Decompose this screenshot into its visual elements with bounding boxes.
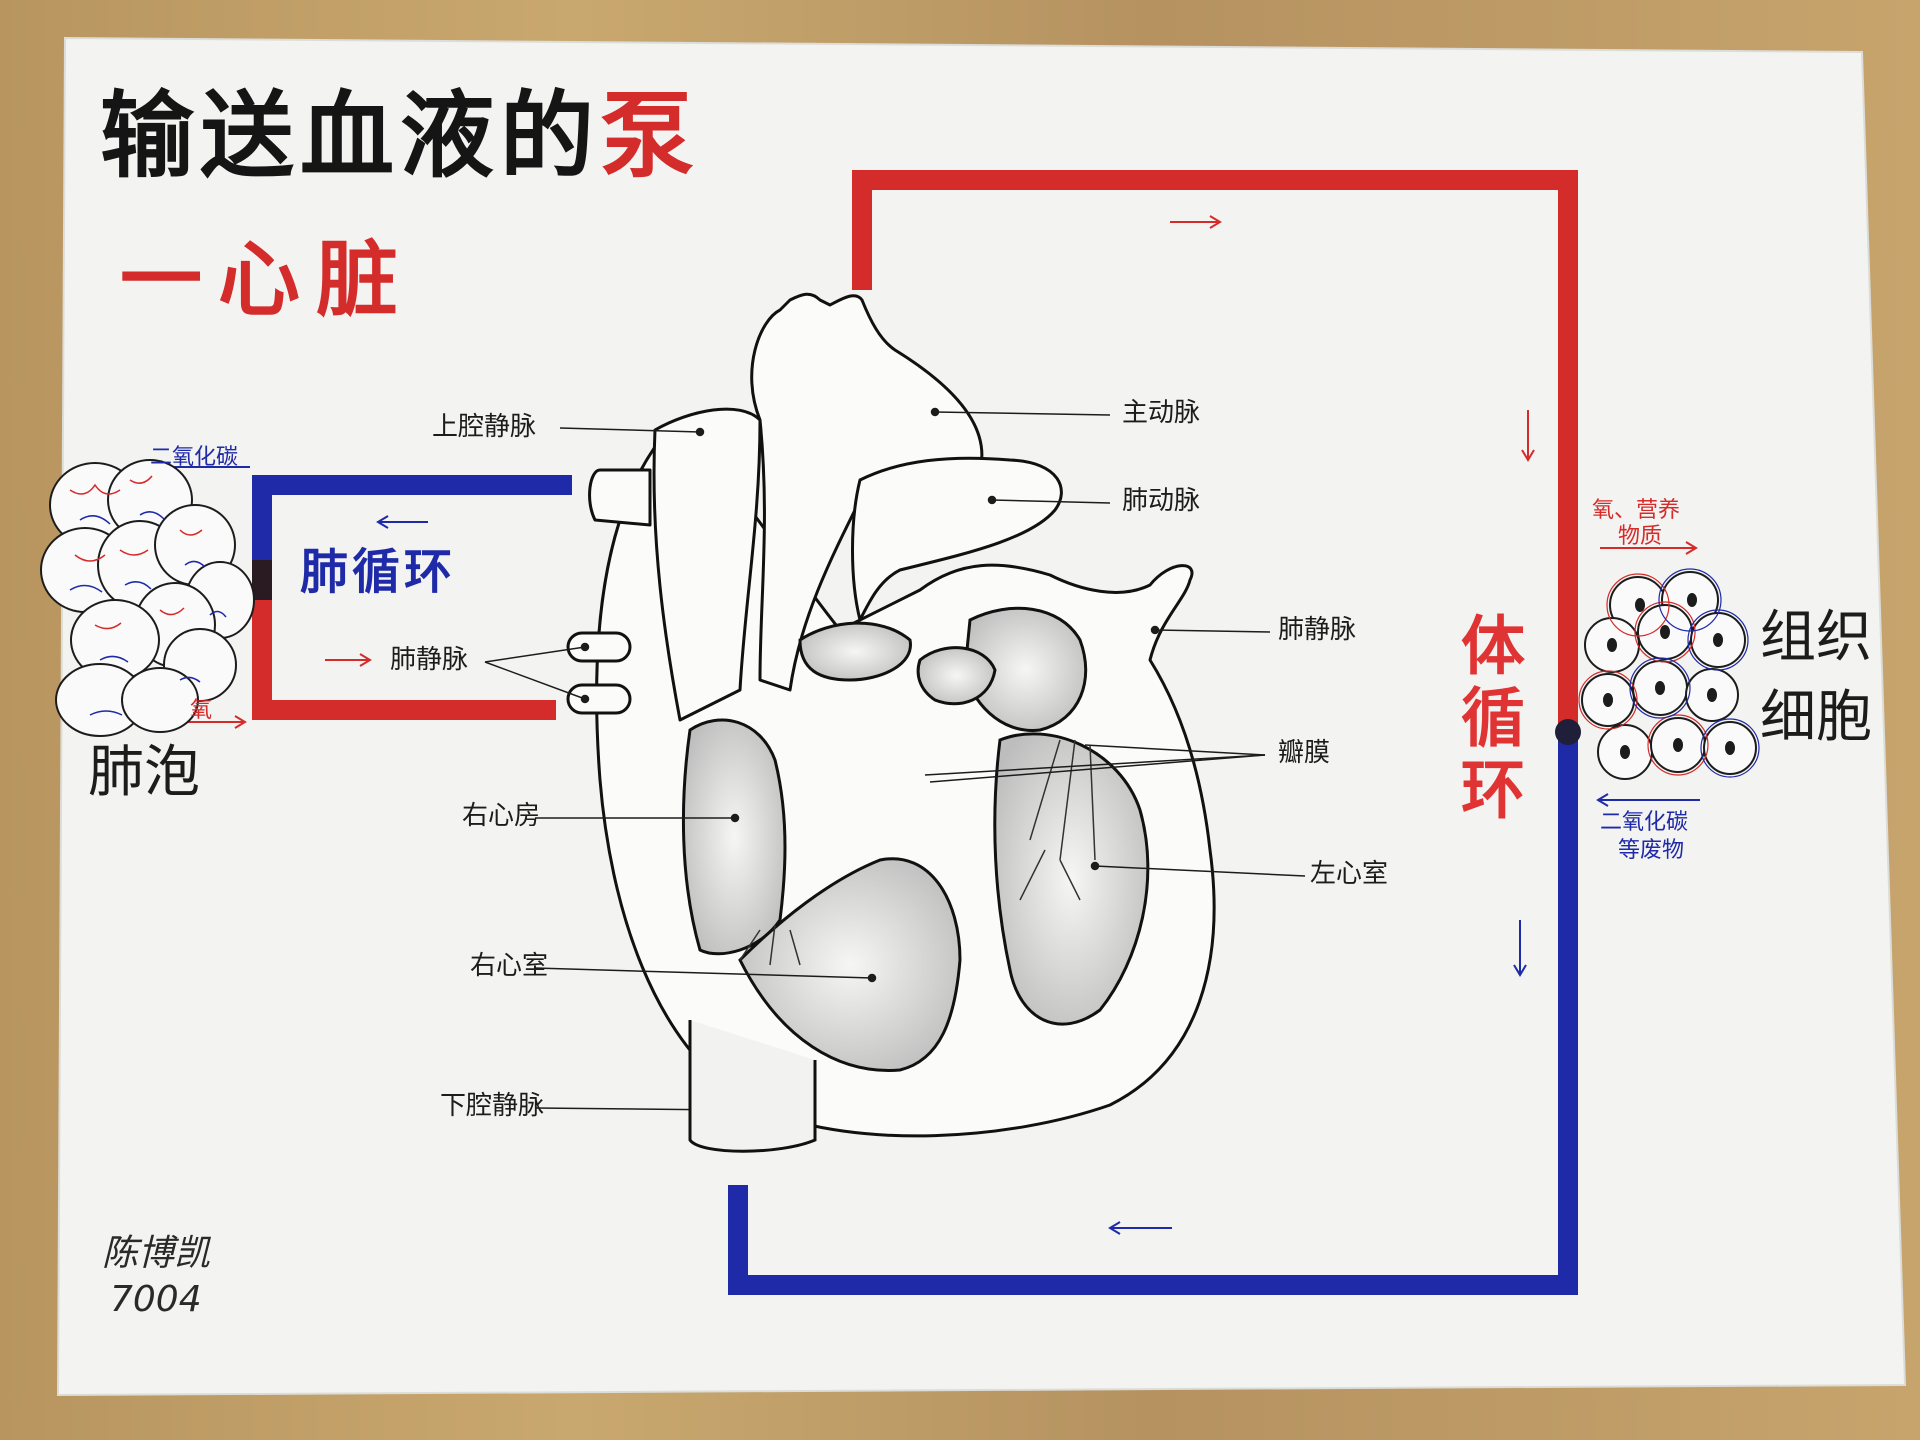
label-ivc: 下腔静脉 — [440, 1091, 545, 1121]
label-right-atrium: 右心房 — [462, 801, 541, 831]
label-pulmonary-vein-right: 肺静脉 — [1278, 615, 1357, 645]
ivc-shape — [688, 1020, 817, 1153]
flow-arrows-red — [325, 215, 1535, 667]
label-pulmonary-vein-left: 肺静脉 — [390, 645, 469, 675]
systemic-vein-path — [728, 740, 1578, 1295]
page-title: 输送血液的泵 — [100, 90, 700, 184]
label-alveoli: 肺泡 — [88, 740, 200, 805]
pulmonary-vein-path — [252, 580, 556, 720]
label-tissue-2: 细胞 — [1760, 685, 1872, 750]
systemic-artery-path — [852, 170, 1578, 740]
label-svc: 上腔静脉 — [432, 412, 537, 442]
label-pulmonary-artery: 肺动脉 — [1122, 486, 1201, 516]
label-tissue-o2-nutrients-1: 氧、营养 — [1592, 498, 1681, 523]
label-tissue-1: 组织 — [1760, 605, 1872, 670]
label-tissue-co2-waste-2: 等废物 — [1618, 838, 1685, 863]
title-accent: 泵 — [600, 82, 701, 191]
signature-name: 陈博凯 — [102, 1233, 211, 1274]
pulmonary-artery-shape — [851, 456, 1063, 622]
left-atrium-chamber — [963, 606, 1088, 732]
label-lung-o2: 氧 — [190, 698, 213, 723]
label-tissue-o2-nutrients-2: 物质 — [1618, 524, 1663, 549]
pulmonary-artery-path — [252, 475, 572, 580]
label-tissue-co2-waste-1: 二氧化碳 — [1600, 810, 1689, 835]
label-systemic-circulation: 体循环 — [1450, 612, 1524, 828]
signature-class: 7004 — [110, 1279, 202, 1320]
flow-arrows-blue — [376, 515, 1527, 1235]
label-valve: 瓣膜 — [1278, 738, 1331, 768]
title-main: 输送血液的 — [100, 82, 601, 191]
label-pulmonary-circulation: 肺循环 — [300, 544, 457, 600]
label-left-ventricle: 左心室 — [1310, 859, 1389, 889]
right-ventricle-chamber — [738, 857, 962, 1072]
right-atrium-chamber — [681, 718, 787, 956]
svc-shape — [652, 407, 762, 722]
label-right-ventricle: 右心室 — [470, 951, 549, 981]
label-lung-co2: 二氧化碳 — [150, 445, 239, 470]
page-subtitle: 一心脏 — [120, 233, 415, 328]
left-ventricle-chamber — [993, 732, 1150, 1026]
label-aorta: 主动脉 — [1122, 398, 1201, 428]
